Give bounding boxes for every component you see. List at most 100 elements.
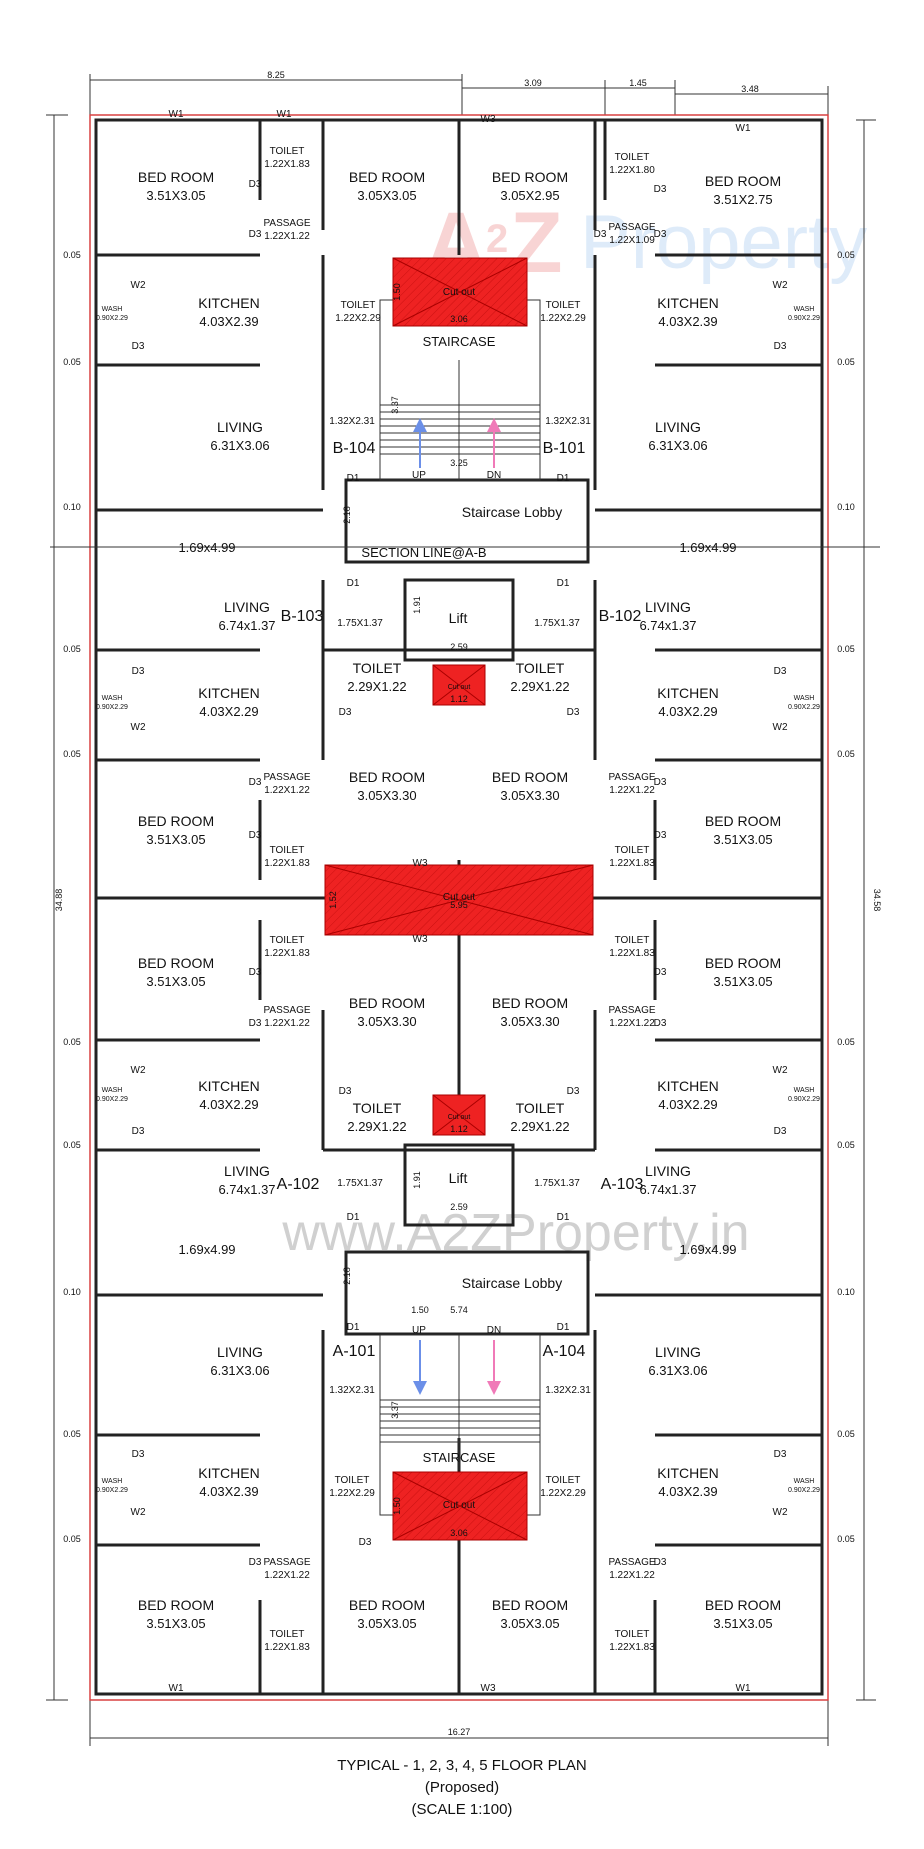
svg-text:2.59: 2.59: [450, 642, 468, 652]
svg-text:1.22X1.83: 1.22X1.83: [609, 1642, 655, 1653]
svg-text:1.69x4.99: 1.69x4.99: [178, 1242, 235, 1257]
svg-text:TOILET: TOILET: [615, 845, 650, 856]
svg-text:TOILET: TOILET: [546, 300, 581, 311]
svg-text:3.51X3.05: 3.51X3.05: [146, 832, 205, 847]
svg-text:0.05: 0.05: [63, 644, 81, 654]
svg-text:D3: D3: [654, 1557, 667, 1568]
svg-text:KITCHEN: KITCHEN: [198, 1078, 259, 1094]
cutout-bottom: [392, 1471, 528, 1541]
svg-text:2.18: 2.18: [342, 1267, 352, 1285]
svg-text:WASH: WASH: [102, 1087, 123, 1094]
svg-text:1.22X1.83: 1.22X1.83: [264, 858, 310, 869]
svg-text:1.22X1.09: 1.22X1.09: [609, 235, 655, 246]
svg-text:W1: W1: [736, 123, 751, 134]
dimension-labels: 8.25 3.09 1.45 3.48 16.27 34.88 34.58 3.…: [54, 70, 882, 1737]
svg-text:WASH: WASH: [102, 695, 123, 702]
svg-text:2.59: 2.59: [450, 1202, 468, 1212]
svg-text:D3: D3: [132, 666, 145, 677]
svg-text:D1: D1: [347, 1322, 360, 1333]
svg-text:D3: D3: [654, 229, 667, 240]
svg-text:D1: D1: [557, 1212, 570, 1223]
svg-text:1.22X1.83: 1.22X1.83: [609, 948, 655, 959]
svg-text:LIVING: LIVING: [224, 599, 270, 615]
section-line-label: SECTION LINE@A-B: [361, 545, 486, 560]
svg-text:1.22X1.22: 1.22X1.22: [264, 785, 310, 796]
svg-text:3.05X3.05: 3.05X3.05: [357, 188, 416, 203]
svg-text:3.05X3.30: 3.05X3.30: [500, 788, 559, 803]
svg-text:D3: D3: [567, 1086, 580, 1097]
svg-text:1.52: 1.52: [328, 891, 338, 909]
svg-text:PASSAGE: PASSAGE: [608, 1005, 655, 1016]
svg-text:0.05: 0.05: [63, 1429, 81, 1439]
svg-text:W1: W1: [169, 109, 184, 120]
svg-text:D1: D1: [557, 473, 570, 484]
svg-text:D3: D3: [654, 777, 667, 788]
svg-text:4.03X2.39: 4.03X2.39: [199, 314, 258, 329]
svg-text:16.27: 16.27: [448, 1727, 471, 1737]
svg-text:1.32X2.31: 1.32X2.31: [545, 1385, 591, 1396]
svg-text:KITCHEN: KITCHEN: [657, 1465, 718, 1481]
svg-text:BED ROOM: BED ROOM: [492, 1597, 568, 1613]
svg-text:WASH: WASH: [794, 306, 815, 313]
svg-text:1.22X2.29: 1.22X2.29: [329, 1488, 375, 1499]
svg-text:DN: DN: [487, 470, 501, 481]
svg-text:DN: DN: [487, 1325, 501, 1336]
svg-text:LIVING: LIVING: [655, 1344, 701, 1360]
svg-text:1.50: 1.50: [392, 283, 402, 301]
svg-text:1.91: 1.91: [412, 1171, 422, 1189]
svg-text:BED ROOM: BED ROOM: [138, 955, 214, 971]
staircase-lobby-bottom: Staircase Lobby: [462, 1275, 562, 1291]
svg-text:LIVING: LIVING: [645, 1163, 691, 1179]
svg-text:LIVING: LIVING: [224, 1163, 270, 1179]
svg-text:2.29X1.22: 2.29X1.22: [347, 1119, 406, 1134]
svg-text:1.22X1.83: 1.22X1.83: [609, 858, 655, 869]
svg-text:6.31X3.06: 6.31X3.06: [648, 1363, 707, 1378]
svg-text:0.90X2.29: 0.90X2.29: [788, 1096, 820, 1103]
duct-lower: [432, 1094, 486, 1136]
unit-labels: B-104 B-101 B-103 B-102 A-102 A-103 A-10…: [277, 440, 644, 1360]
svg-text:Cut out: Cut out: [448, 684, 471, 691]
svg-text:D3: D3: [249, 229, 262, 240]
svg-text:TOILET: TOILET: [615, 1629, 650, 1640]
svg-text:3.51X3.05: 3.51X3.05: [713, 832, 772, 847]
svg-text:2.29X1.22: 2.29X1.22: [510, 1119, 569, 1134]
stairs-bottom: [379, 1334, 541, 1516]
svg-text:W1: W1: [277, 109, 292, 120]
svg-text:BED ROOM: BED ROOM: [349, 169, 425, 185]
svg-text:UP: UP: [412, 1325, 426, 1336]
svg-text:STAIRCASE: STAIRCASE: [423, 1450, 496, 1465]
svg-text:D3: D3: [339, 1086, 352, 1097]
svg-text:WASH: WASH: [794, 695, 815, 702]
svg-text:0.10: 0.10: [63, 502, 81, 512]
svg-text:BED ROOM: BED ROOM: [349, 995, 425, 1011]
svg-text:W1: W1: [169, 1683, 184, 1694]
svg-text:1.22X2.29: 1.22X2.29: [540, 1488, 586, 1499]
svg-text:D3: D3: [249, 830, 262, 841]
svg-text:1.32X2.31: 1.32X2.31: [329, 416, 375, 427]
svg-text:TOILET: TOILET: [353, 1100, 402, 1116]
svg-text:TOILET: TOILET: [353, 660, 402, 676]
svg-text:0.05: 0.05: [63, 1534, 81, 1544]
svg-text:BED ROOM: BED ROOM: [349, 1597, 425, 1613]
svg-text:D3: D3: [654, 1018, 667, 1029]
cutout-top: [392, 257, 528, 327]
svg-text:D3: D3: [594, 229, 607, 240]
svg-text:Cut out: Cut out: [443, 1500, 475, 1511]
svg-text:TOILET: TOILET: [270, 935, 305, 946]
svg-text:2.18: 2.18: [342, 506, 352, 524]
svg-text:1.69x4.99: 1.69x4.99: [679, 540, 736, 555]
svg-text:W2: W2: [131, 1065, 146, 1076]
svg-text:3.37: 3.37: [390, 1401, 400, 1419]
svg-text:D3: D3: [132, 1449, 145, 1460]
svg-text:1.22X1.22: 1.22X1.22: [609, 1570, 655, 1581]
svg-text:3.05X2.95: 3.05X2.95: [500, 188, 559, 203]
svg-text:0.05: 0.05: [837, 1037, 855, 1047]
svg-text:1.69x4.99: 1.69x4.99: [679, 1242, 736, 1257]
svg-text:TOILET: TOILET: [516, 1100, 565, 1116]
up-arrow-top: [413, 418, 427, 468]
svg-text:WASH: WASH: [102, 1478, 123, 1485]
svg-text:KITCHEN: KITCHEN: [198, 295, 259, 311]
svg-text:D3: D3: [249, 967, 262, 978]
svg-text:W3: W3: [413, 858, 428, 869]
svg-text:WASH: WASH: [102, 306, 123, 313]
